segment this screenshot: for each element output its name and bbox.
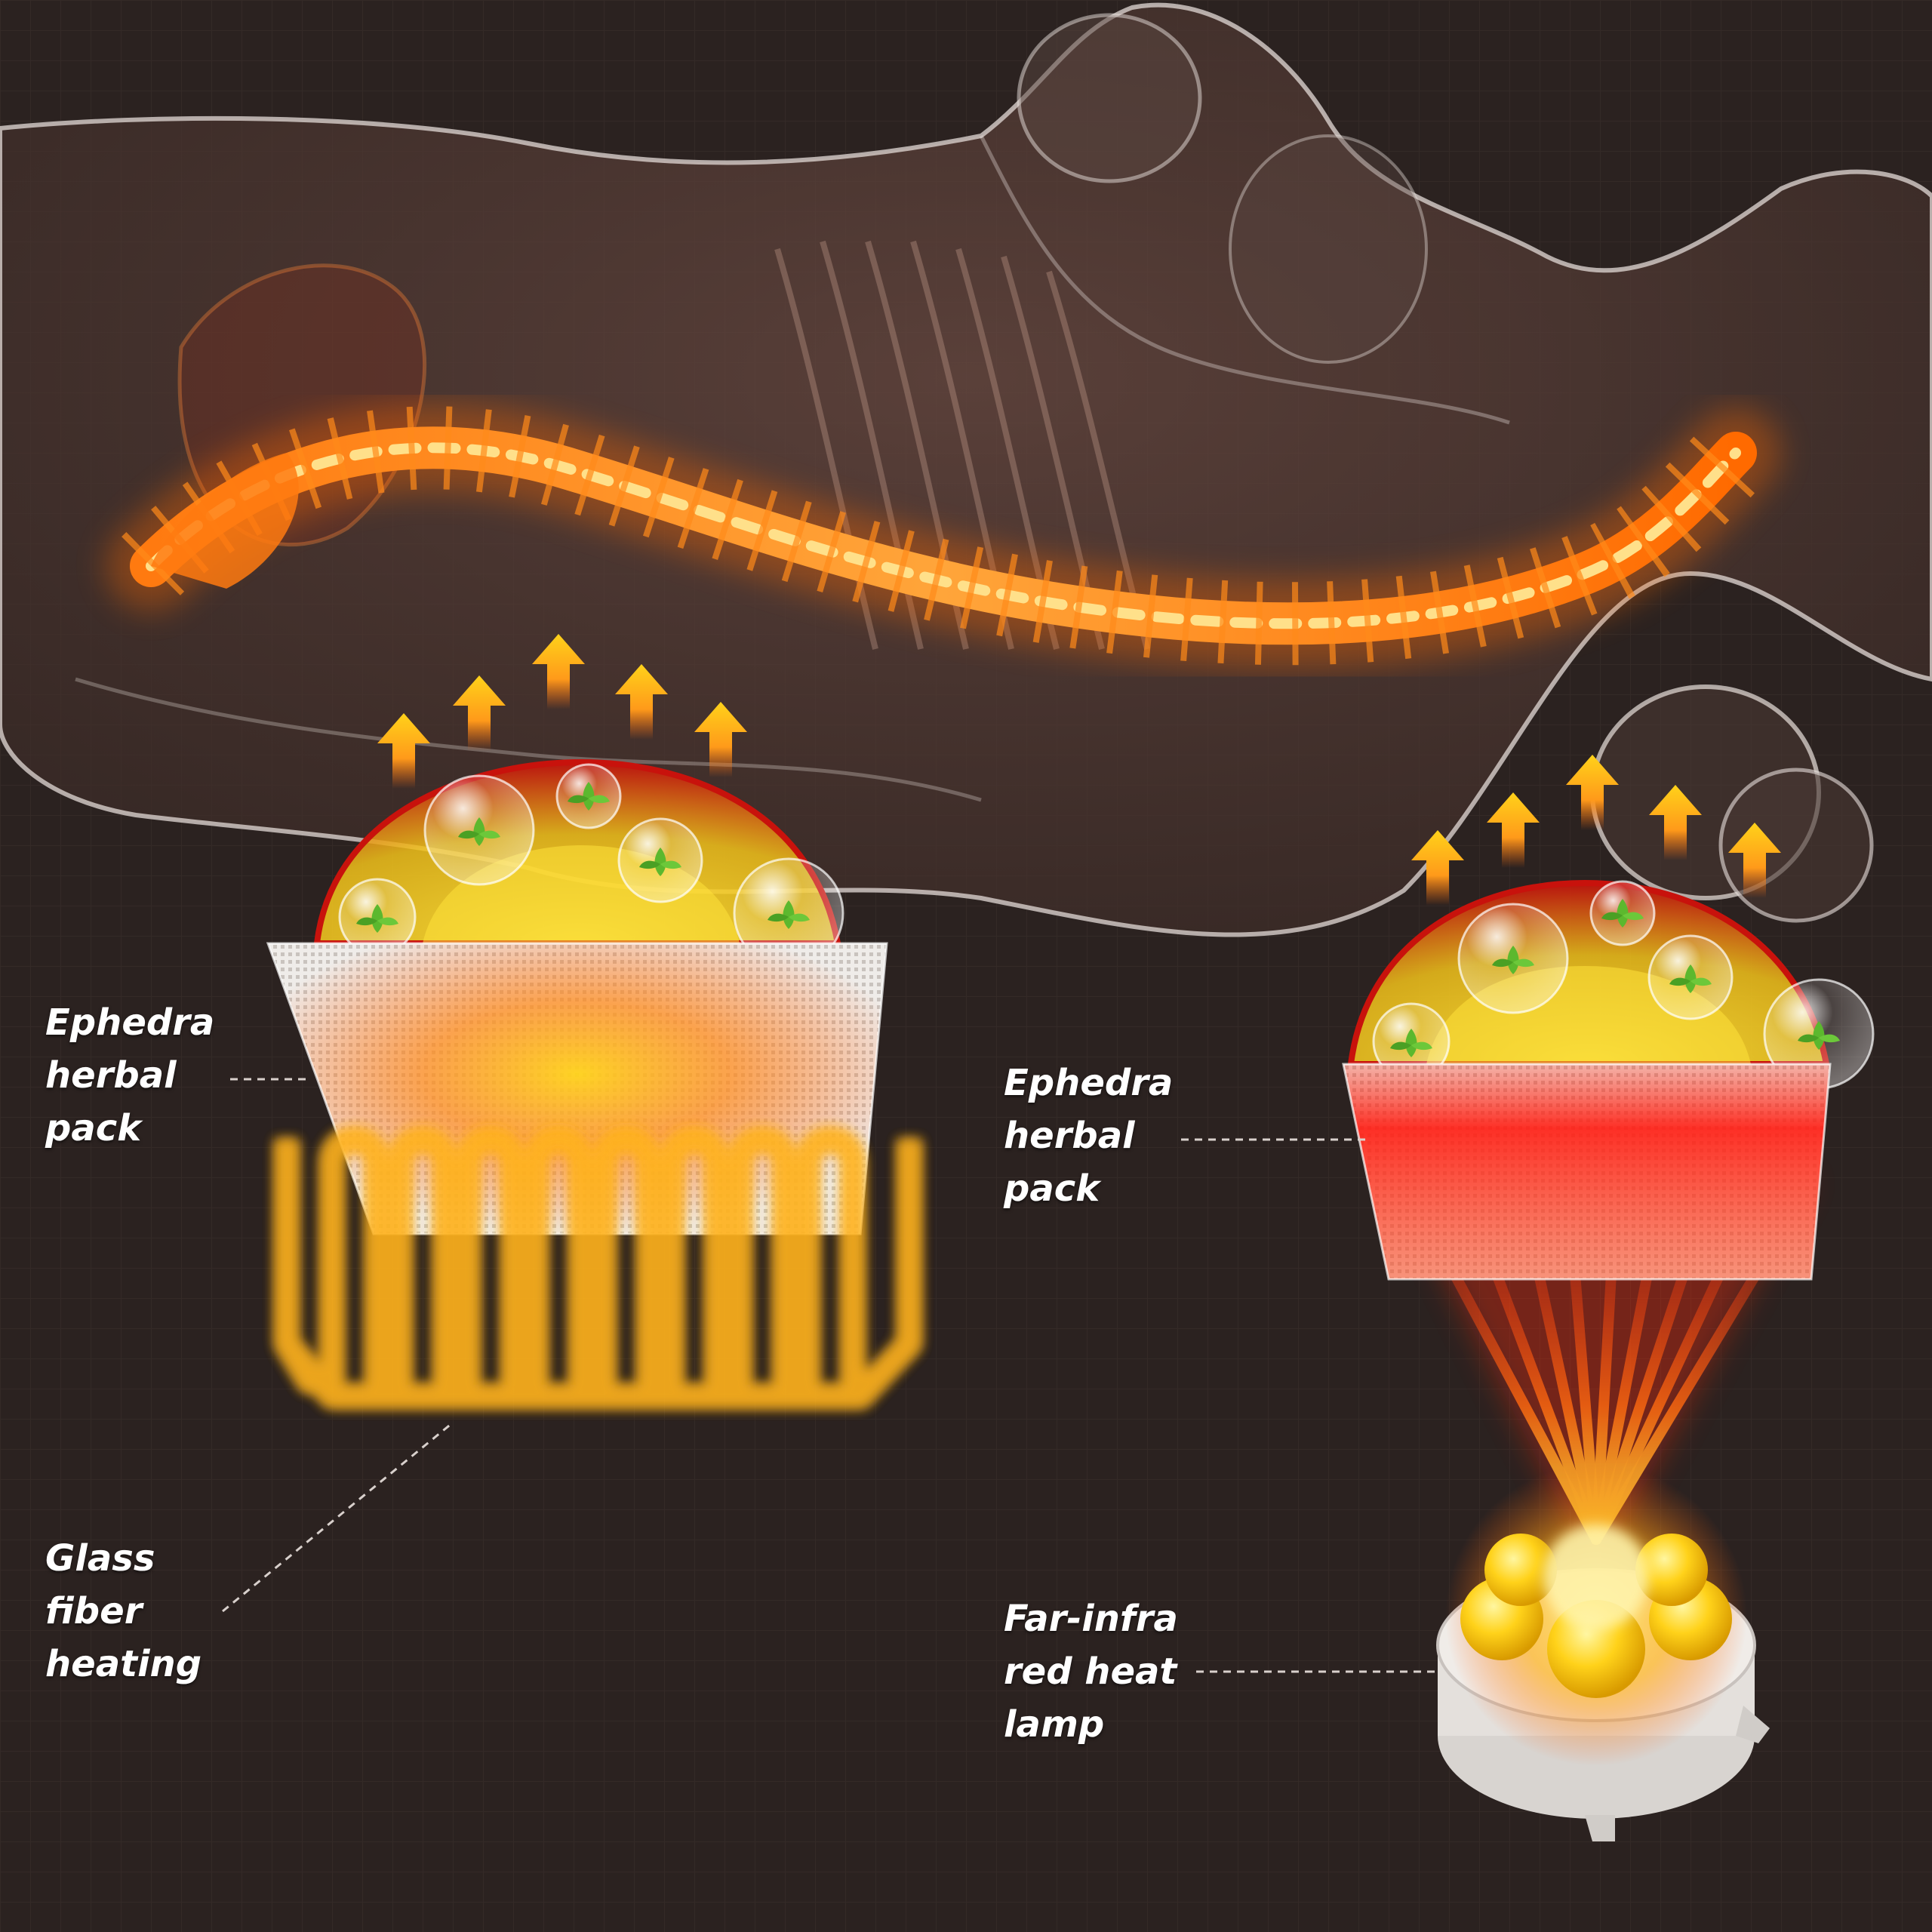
label-ephedra-herbal-pack-left: Ephedra herbal pack bbox=[45, 996, 214, 1155]
label-line: herbal bbox=[45, 1054, 177, 1097]
leader-lines bbox=[222, 1078, 1438, 1673]
label-ephedra-herbal-pack-right: Ephedra herbal pack bbox=[1004, 1057, 1173, 1215]
label-line: lamp bbox=[1004, 1703, 1105, 1746]
heat-arrows-right bbox=[1411, 755, 1781, 906]
far-infrared-lamp bbox=[1436, 1464, 1770, 1841]
label-line: Ephedra bbox=[1004, 1062, 1174, 1104]
label-line: herbal bbox=[1004, 1115, 1135, 1157]
left-heating-module bbox=[266, 758, 921, 1407]
label-line: Ephedra bbox=[45, 1001, 215, 1044]
label-line: Glass bbox=[45, 1537, 155, 1580]
right-herb-bubbles bbox=[1372, 880, 1875, 1090]
label-line: pack bbox=[45, 1107, 142, 1149]
glass-fiber-heating-coil bbox=[275, 1140, 921, 1407]
label-line: red heat bbox=[1004, 1651, 1177, 1693]
right-heating-module bbox=[1342, 879, 1875, 1841]
label-line: heating bbox=[45, 1643, 202, 1685]
label-line: pack bbox=[1004, 1168, 1100, 1210]
left-herb-bubbles bbox=[338, 763, 844, 969]
heat-arrows-left bbox=[377, 634, 747, 789]
label-line: Far-infra bbox=[1004, 1598, 1178, 1640]
label-glass-fiber-heating: Glass fiber heating bbox=[45, 1532, 202, 1690]
label-far-infrared-heat-lamp: Far-infra red heat lamp bbox=[1004, 1592, 1178, 1751]
leader-glass-fiber bbox=[222, 1421, 454, 1613]
glowing-spine bbox=[106, 402, 1781, 669]
label-line: fiber bbox=[45, 1590, 143, 1632]
